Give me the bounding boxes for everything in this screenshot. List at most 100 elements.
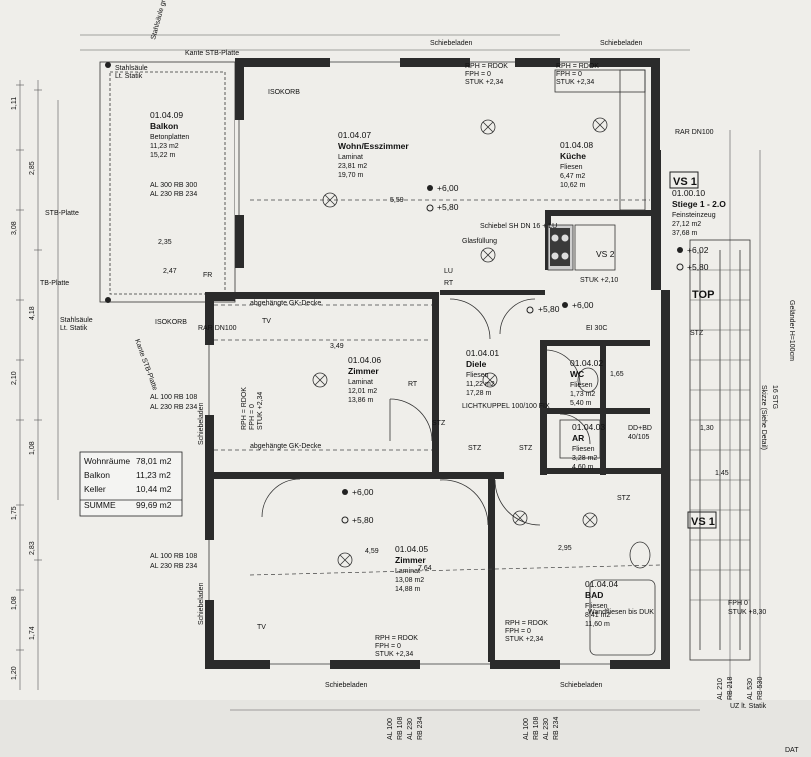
elevation-3: +5,80 — [538, 304, 560, 314]
room-area: 23,81 m2 — [338, 163, 367, 170]
room-perimeter: 13,86 m — [348, 397, 373, 404]
label-kante-stb-top: Kante STB-Platte — [185, 50, 239, 57]
rdok-2-l3: STUK +2,34 — [556, 79, 594, 86]
dim-inner-3: 2,47 — [163, 268, 177, 275]
label-lichtkuppel: LICHTKUPPEL 100/100 FIX — [462, 403, 550, 410]
elevation-2: +5,80 — [437, 202, 459, 212]
tag-stz-5: STZ — [690, 330, 704, 337]
label-ei30c: EI 30C — [586, 325, 607, 332]
label-stb-platte: STB-Platte — [45, 210, 79, 217]
room-perimeter: 5,40 m — [570, 400, 592, 407]
label-stuk-210: STUK +2,10 — [580, 277, 618, 284]
label-stahlsaeule-left-2: Lt. Statik — [60, 325, 88, 332]
label-stuk830: STUK +8,30 — [728, 609, 766, 616]
summary-label: Wohnräume — [84, 456, 130, 466]
vs2: VS 2 — [596, 249, 615, 259]
bottom-window-spec: AL 100 — [387, 718, 394, 740]
summary-value: 99,69 m2 — [136, 500, 172, 510]
label-rar-top: RAR DN100 — [675, 129, 714, 136]
dim-left-value: 1,08 — [11, 596, 18, 610]
label-schiebeladen-top-2: Schiebeladen — [600, 40, 643, 47]
label-wandfliesen: Wandfliesen bis DUK — [588, 609, 654, 616]
room-perimeter: 4,60 m — [572, 464, 594, 471]
room-id: 01.04.09 — [150, 110, 183, 120]
window-spec-1-line1: AL 300 RB 300 — [150, 182, 197, 189]
dim-inner-2: 2,35 — [158, 239, 172, 246]
room-floor: Feinsteinzeug — [672, 212, 716, 219]
elevation-5: +6,02 — [687, 245, 709, 255]
summary-value: 10,44 m2 — [136, 484, 172, 494]
label-schiebeladen-left-2: Schiebeladen — [198, 402, 205, 445]
room-area: 6,47 m2 — [560, 173, 585, 180]
room-perimeter: 15,22 m — [150, 152, 175, 159]
label-abgehaengt-2: abgehängte GK-Decke — [250, 443, 321, 450]
label-ddbd: DD+BD — [628, 425, 652, 432]
rdok-4-l2: FPH = 0 — [505, 628, 531, 635]
rdok-5-l2: FPH = 0 — [249, 404, 256, 430]
summary-value: 78,01 m2 — [136, 456, 172, 466]
rdok-3-l2: FPH = 0 — [375, 643, 401, 650]
tag-tv-1: TV — [262, 318, 271, 325]
label-stahlsaeule-top-2: Lt. Statik — [115, 73, 143, 80]
right-dim: AL 530 — [747, 678, 754, 700]
label-isokorb-1: ISOKORB — [268, 89, 300, 96]
tag-stz-1: STZ — [468, 445, 482, 452]
room-name: Stiege 1 - 2.O — [672, 199, 726, 209]
room-id: 01.04.08 — [560, 140, 593, 150]
dim-left-value: 1,20 — [11, 666, 18, 680]
room-perimeter: 14,88 m — [395, 586, 420, 593]
tag-stz-3: STZ — [519, 445, 533, 452]
bottom-window-spec: RB 234 — [553, 717, 560, 740]
tag-rt-1: RT — [444, 280, 454, 287]
dim-inner-4: 5,59 — [390, 197, 404, 204]
summary-value: 11,23 m2 — [136, 470, 171, 480]
bottom-window-spec: AL 230 — [543, 718, 550, 740]
room-perimeter: 17,28 m — [466, 390, 491, 397]
rdok-5-l3: STUK +2,34 — [257, 392, 264, 430]
rdok-1-l2: FPH = 0 — [465, 71, 491, 78]
room-floor: Fliesen — [466, 372, 489, 379]
dim-inner-9: 1,30 — [700, 425, 714, 432]
label-schiebeladen-bot-2: Schiebeladen — [560, 682, 603, 689]
tag-fr: FR — [203, 272, 212, 279]
room-name: Balkon — [150, 121, 178, 131]
room-id: 01.04.02 — [570, 358, 603, 368]
rdok-3-l3: STUK +2,34 — [375, 651, 413, 658]
label-stahlsaeule-left: Stahlsäule — [60, 317, 93, 324]
dim-left-value: 2,10 — [11, 371, 18, 385]
dim-left-value: 2,85 — [29, 161, 36, 175]
label-glasfullung: Glasfüllung — [462, 238, 497, 245]
room-name: BAD — [585, 590, 603, 600]
room-id: 01.04.04 — [585, 579, 618, 589]
summary-label: Balkon — [84, 470, 110, 480]
tag-stz-2: STZ — [432, 420, 446, 427]
dim-inner-1: 3,49 — [330, 343, 344, 350]
window-spec-1-line2: AL 230 RB 234 — [150, 191, 197, 198]
room-area: 3,28 m2 — [572, 455, 597, 462]
room-name: Zimmer — [395, 555, 426, 565]
dim-left-value: 4,18 — [29, 306, 36, 320]
room-area: 8,41 m2 — [585, 612, 610, 619]
label-fph0: FPH 0 — [728, 600, 748, 607]
area-summary-table — [79, 451, 183, 517]
room-name: Küche — [560, 151, 586, 161]
rdok-3-l1: RPH = RDOK — [375, 635, 418, 642]
room-id: 01.04.07 — [338, 130, 371, 140]
dim-inner-8: 1,65 — [610, 371, 624, 378]
right-dim: RB 218 — [727, 677, 734, 700]
elevation-7: +6,00 — [352, 487, 374, 497]
elevation-6: +5,80 — [687, 262, 709, 272]
room-floor: Laminat — [348, 379, 373, 386]
vs1-right: VS 1 — [691, 516, 715, 528]
rdok-4-l1: RPH = RDOK — [505, 620, 548, 627]
bottom-window-spec: RB 108 — [533, 717, 540, 740]
label-uz-statik: UZ lt. Statik — [730, 703, 767, 710]
room-name: Wohn/Esszimmer — [338, 141, 409, 151]
bottom-window-spec: AL 230 — [407, 718, 414, 740]
summary-label: SUMME — [84, 500, 116, 510]
dim-left-value: 1,74 — [29, 626, 36, 640]
